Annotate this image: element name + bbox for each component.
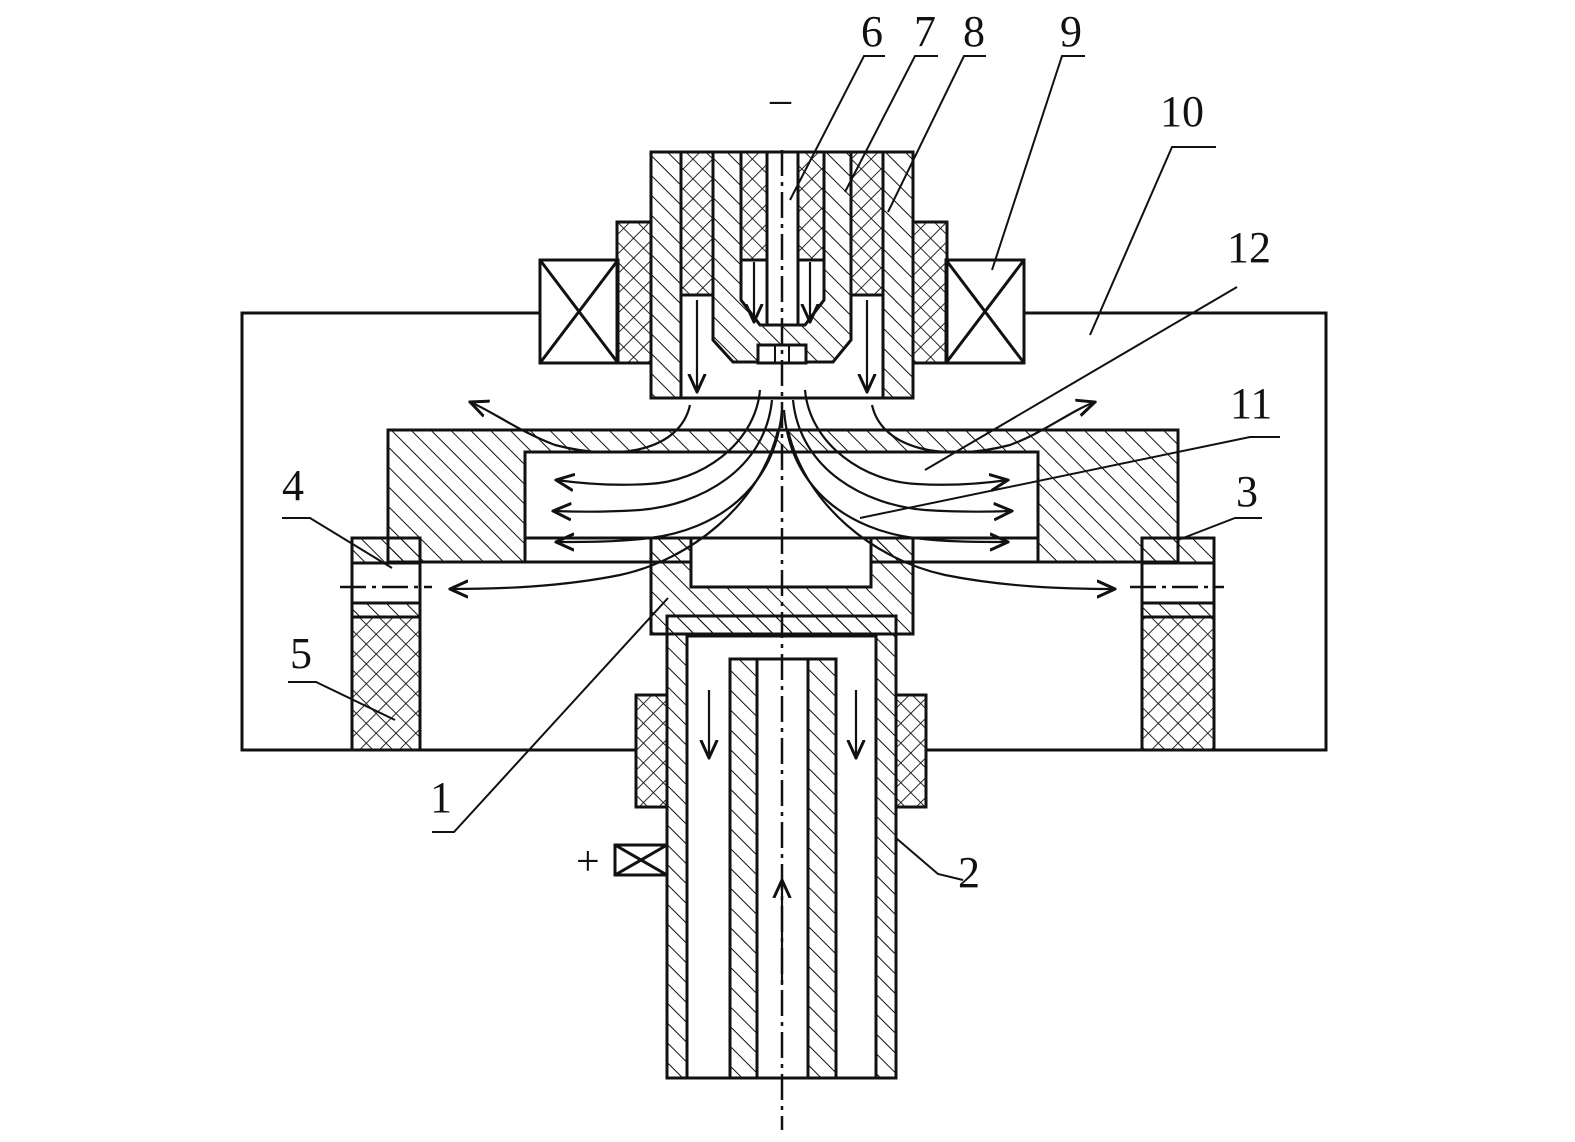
coil-right: [944, 258, 1026, 365]
support-left: [350, 536, 422, 752]
label-4: 4: [282, 461, 304, 510]
label-3: 3: [1236, 467, 1258, 516]
insulator-tube-right: [894, 693, 928, 809]
label-10: 10: [1160, 87, 1204, 136]
plasma-flow-lines: [450, 389, 1115, 589]
insulator-upper-right: [911, 220, 949, 365]
label-5: 5: [290, 629, 312, 678]
positive-sign: +: [576, 839, 600, 885]
label-11: 11: [1230, 379, 1272, 428]
label-6: 6: [861, 7, 883, 56]
label-7: 7: [914, 7, 936, 56]
leader-lines: [282, 55, 1280, 881]
negative-sign: –: [769, 77, 792, 123]
label-9: 9: [1060, 7, 1082, 56]
cathode-assembly: [649, 150, 915, 400]
label-12: 12: [1227, 223, 1271, 272]
positive-terminal: [613, 843, 669, 877]
insulator-upper-left: [615, 220, 653, 365]
support-right: [1140, 536, 1216, 752]
insulator-tube-left: [634, 693, 669, 809]
coil-left: [538, 258, 620, 365]
label-1: 1: [430, 773, 452, 822]
label-8: 8: [963, 7, 985, 56]
label-2: 2: [958, 848, 980, 897]
